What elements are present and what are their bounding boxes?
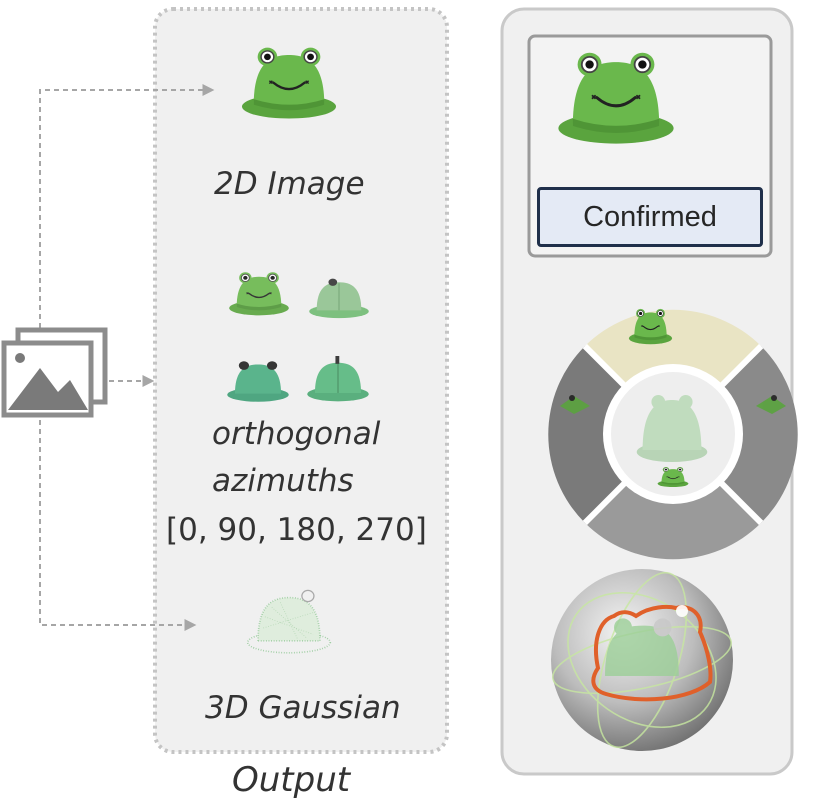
azimuth-values-label: [0, 90, 180, 270] <box>166 512 427 548</box>
output-panel <box>153 7 449 754</box>
3d-gaussian-label: 3D Gaussian <box>205 690 401 726</box>
image-stack-icon <box>1 327 108 418</box>
orthogonal-views <box>227 271 369 402</box>
3d-gaussian-hat <box>246 589 332 654</box>
azimuth-selector <box>548 308 798 560</box>
3d-gizmo-sphere <box>551 569 733 751</box>
orthogonal-label: orthogonal <box>212 416 381 452</box>
azimuths-label: azimuths <box>212 463 354 499</box>
selection-outline <box>591 605 713 702</box>
connector-lines <box>39 84 215 631</box>
2d-image-label: 2D Image <box>214 166 365 202</box>
output-label: Output <box>232 760 351 800</box>
confirmed-button[interactable]: Confirmed <box>537 187 763 247</box>
